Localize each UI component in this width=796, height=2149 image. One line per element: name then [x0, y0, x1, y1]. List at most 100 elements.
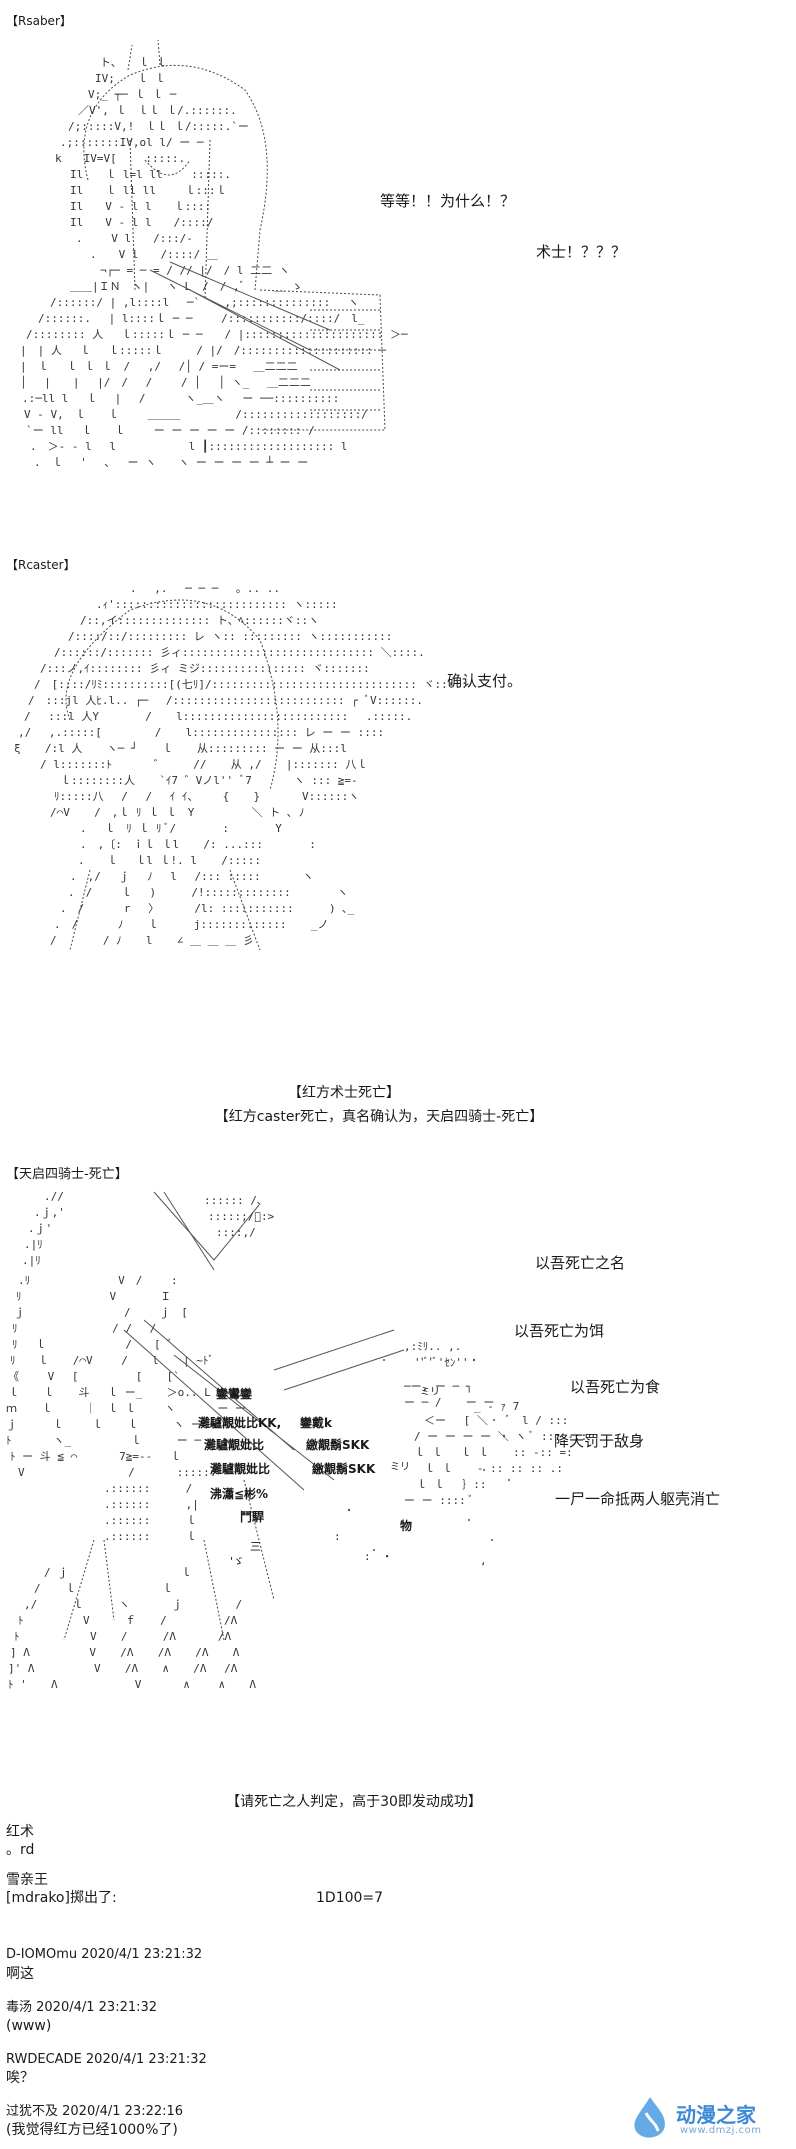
svg-text:/ ｊ ｌ: / ｊ ｌ	[44, 1566, 192, 1579]
svg-text:. V l /::::/ ＿: . V l /::::/ ＿	[90, 248, 218, 261]
saber-line-2: 术士！？？？	[536, 243, 627, 261]
svg-text:,:ﾐﾘ.. ,.: ,:ﾐﾘ.. ,.	[404, 1340, 461, 1353]
glyph-1: 鑾鸞鑾	[216, 1387, 253, 1401]
watermark-name: 动漫之家	[676, 2103, 756, 2127]
watermark-url: www.dmzj.com	[680, 2125, 762, 2136]
svg-text:ﾄ V ｆ / /Λ: ﾄ V ｆ / /Λ	[18, 1614, 238, 1627]
svg-text:ﾄ ヽ_ ｌ ー ─ ─ ヽ: ﾄ ヽ_ ｌ ー ─ ─ ヽ	[6, 1434, 232, 1447]
svg-text:＜ー [ ＼ ﾞ l / :::: ＜ー [ ＼ ﾞ l / :::	[424, 1414, 568, 1427]
svg-text:/::,イ:::::::::::::: ト、ﾍ::::::ヾ: /::,イ:::::::::::::: ト、ﾍ::::::ヾ::ヽ	[80, 614, 319, 627]
svg-text:ﾘ / / /: ﾘ / / /	[12, 1322, 156, 1335]
svg-text:ﾄ V / /Λ /Λ: ﾄ V / /Λ /Λ	[14, 1630, 231, 1643]
svg-text:ｌ ｌ - :: :: :: .:: ｌ ｌ - :: :: :: .:	[424, 1462, 563, 1475]
svg-text:. / r 〉 /l: :::::::::::: . / r 〉 /l: ::::::::::: ) ､_	[60, 902, 355, 915]
horseman-line-2: 以吾死亡为饵	[514, 1322, 605, 1340]
svg-text:/ :::jl 人ﾋ.l.. ┌─ /::::::::::: / :::jl 人ﾋ.l.. ┌─ /:::::::::::::::::::::…	[28, 694, 423, 707]
horseman-tag: 【天启四骑士-死亡】	[6, 1167, 128, 1182]
glyph-12: ミリ	[390, 1462, 410, 1473]
glyph-6: 繳覯鬍SKK	[306, 1438, 370, 1452]
svg-text:/ :::l 人Y / l::::::::::: / :::l 人Y / l::::::::::::::::::::::::: .…	[24, 710, 412, 723]
saber-tag: 【Rsaber】	[6, 14, 72, 28]
svg-text:/ / ﾉ l ∠ ＿ ＿ ＿ 彡: / / ﾉ l ∠ ＿ ＿ ＿ 彡	[50, 934, 254, 947]
chat-text-2: [mdrako]掷出了:	[6, 1890, 117, 1906]
svg-text:. ｌ ﾘ ｌ ﾘ ﾞ/ : Y: . ｌ ﾘ ｌ ﾘ ﾞ/ : Y	[80, 822, 282, 835]
svg-text:│ | | |/ / / / │ │ ヽ_: │ | | |/ / / / │ │ ヽ_ ＿二二二	[20, 375, 311, 389]
svg-text:ﾄ ー 斗 ≦ ⌒ 7≧=-- ｌ: ﾄ ー 斗 ≦ ⌒ 7≧=-- ｌ	[10, 1450, 181, 1463]
svg-text:ξ /:l 人 ヽ─ ┘ ｌ 从::::::: ξ /:l 人 ヽ─ ┘ ｌ 从::::::::: ー ー 从:::l	[14, 741, 347, 755]
site-watermark: 动漫之家 www.dmzj.com	[628, 2095, 788, 2143]
svg-text:Il V - l l ｌ::::: Il V - l l ｌ::::	[70, 200, 211, 213]
svg-text:/::::::/ | ,l::::l ─` ,;:::: /::::::/ | ,l::::l ─` ,;:::::::::::::: ヽ	[50, 296, 359, 309]
saber-ascii-art: ト、 ｌ ｌ IV; ｌ ｌ V;_ ┬─ ｌ ｌ ─ ／V', ｌ ｌｌ ｌ/…	[10, 30, 410, 510]
svg-text:ー ─ / ー ー: ー ─ / ー ー	[404, 1396, 494, 1409]
svg-text::: :	[334, 1530, 341, 1543]
svg-text:.:::::: /: .:::::: /	[104, 1482, 192, 1495]
glyph-11: ミリ	[420, 1387, 440, 1398]
glyph-13: 'ゞ	[230, 1555, 245, 1568]
svg-text:`ー ll ｌ ｌ ー ー ー ー ー /:::::: `ー ll ｌ ｌ ー ー ー ー ー /:::::::: /	[26, 424, 315, 437]
svg-text:¬┌─ = ─ = / // |/ / l 二二 ヽ: ¬┌─ = ─ = / // |/ / l 二二 ヽ	[100, 264, 290, 277]
svg-text:ｊ ｌ ｌ ｌ ヽ ー ー: ｊ ｌ ｌ ｌ ヽ ー ー	[6, 1418, 220, 1431]
svg-text:V;_ ┬─ ｌ ｌ ─: V;_ ┬─ ｌ ｌ ─	[88, 88, 177, 101]
chat-text-3: 啊这	[6, 1966, 34, 1982]
svg-text:,/ ｌ ヽ ｊ /: ,/ ｌ ヽ ｊ /	[24, 1598, 242, 1611]
svg-text:,/ ,.:::::[ / l:::::::: ,/ ,.:::::[ / l:::::::::::::::: レ ー ー ::…	[18, 726, 384, 739]
horseman-line-3: 以吾死亡为食	[570, 1378, 661, 1396]
horseman-line-4: 降天罚于敌身	[554, 1432, 645, 1450]
svg-text:.:::::: ,|: .:::::: ,|	[104, 1498, 199, 1511]
svg-text:/⌒V / ,ｌ ﾘ ｌ ｌ Y ＼ ト ､: /⌒V / ,ｌ ﾘ ｌ ｌ Y ＼ ト ､ ﾉ	[50, 806, 304, 819]
glyph-10: 物	[400, 1519, 413, 1533]
horseman-line-1: 以吾死亡之名	[535, 1254, 626, 1272]
svg-text:.;:::::::IV,ol l/ ー ─: .;:::::::IV,ol l/ ー ─	[60, 136, 204, 149]
svg-text:| | 人 ｌ ｌ:::::ｌ / |/ /::::: | | 人 ｌ ｌ:::::ｌ / |/ /::::::::::::::::::…	[20, 344, 386, 357]
chat-user-6: 过犹不及 2020/4/1 23:22:16	[6, 2104, 184, 2119]
svg-text:/;:::::V,! ｌｌ ｌ/:::::.`ー: /;:::::V,! ｌｌ ｌ/:::::.`ー	[68, 120, 249, 133]
glyph-14: 三	[250, 1540, 261, 1553]
svg-text:. / ｌ ) /!:::::::::::::: . / ｌ ) /!::::::::::::: ヽ	[68, 886, 348, 899]
svg-text:ト、 ｌ ｌ: ト、 ｌ ｌ	[100, 56, 167, 69]
glyph-2: 灘驢覯妣比KK,	[198, 1416, 282, 1430]
svg-text:ﾘ:::::八 / / ｲ ｲ、 { }: ﾘ:::::八 / / ｲ ｲ、 { } V::::::ヽ	[54, 790, 359, 803]
svg-text:Il ｌ l=l ll :::::.: Il ｌ l=l ll :::::.	[70, 168, 231, 181]
svg-text:/ ー ー ー ー ＼ ヽ ﾞ ::: -::: / ー ー ー ー ＼ ヽ ﾞ ::: -::	[414, 1430, 587, 1443]
svg-text:. V l /:::/-: . V l /:::/-	[76, 232, 193, 245]
svg-text:《 V [ [ [`: 《 V [ [ [`	[8, 1370, 180, 1383]
caster-tag: 【Rcaster】	[6, 558, 76, 572]
chat-text-6: (我觉得红方已经1000%了)	[6, 2122, 178, 2138]
glyph-7: 繳覯鬍SKK	[312, 1462, 376, 1476]
svg-text:.//: .//	[44, 1190, 64, 1203]
svg-text:.:::::: ｌ: .:::::: ｌ	[104, 1514, 197, 1527]
svg-text:.:::::: ｌ: .:::::: ｌ	[104, 1530, 197, 1543]
svg-text:Il ｌ ll ll ｌ:::ｌ: Il ｌ ll ll ｌ:::ｌ	[70, 184, 226, 197]
horseman-ascii-art: :::::: /､ :::::;/ﾞ:> ::::,/ .// .ｊ,' .ｊ'…	[4, 1180, 587, 1740]
svg-text:ｌ::::::::人 `ｲ7 ゛Vノl'' ﾞ7: ｌ::::::::人 `ｲ7 ゛Vノl'' ﾞ7 ヽ ::: ≧=-	[60, 774, 358, 787]
svg-text:ﾘ ｌ / [ ﾞ: ﾘ ｌ / [ ﾞ	[12, 1338, 173, 1351]
svg-text:ﾄ ' Λ V ∧ ∧: ﾄ ' Λ V ∧ ∧ Λ	[8, 1678, 256, 1691]
chat-user-4: 毒汤 2020/4/1 23:21:32	[6, 2000, 158, 2015]
glyph-9: 鬥駻	[240, 1510, 265, 1524]
chat-user-3: D-IOMOmu 2020/4/1 23:21:32	[6, 1947, 203, 1962]
svg-text:,: ,	[480, 1554, 487, 1567]
svg-text:.ｊ': .ｊ'	[28, 1222, 52, 1235]
glyph-3: 灘驢覯妣比	[204, 1438, 265, 1452]
svg-text:/ ｌ ｌ: / ｌ ｌ	[34, 1582, 173, 1595]
svg-text:─ー, ー ─ ┐: ─ー, ー ─ ┐	[403, 1380, 472, 1393]
svg-text:]' Λ V /Λ ∧ /Λ /Λ: ]' Λ V /Λ ∧ /Λ /Λ	[8, 1662, 238, 1675]
svg-text:ｌ ｌ 斗 ｌ ー_ ＞o.. L l: ｌ ｌ 斗 ｌ ー_ ＞o.. L l	[8, 1386, 242, 1399]
svg-text::::::: /､: :::::: /､	[204, 1194, 262, 1207]
roll-request: 【请死亡之人判定，高于30即发动成功】	[226, 1794, 482, 1810]
caster-ascii-art: . ,. ─ ─ ─ 。.. .. .ｨ':::::::::::::::::::…	[10, 570, 468, 990]
svg-text:／V', ｌ ｌｌ ｌ/.::::::.: ／V', ｌ ｌｌ ｌ/.::::::.	[78, 104, 237, 117]
svg-text:ｍ ｌ ｜ ｌ ｌ ヽ ー ー: ｍ ｌ ｜ ｌ ｌ ヽ ー ー	[6, 1402, 246, 1415]
svg-text:ﾘ ｌ /⌒V / l | ~ﾄﾞ: ﾘ ｌ /⌒V / l | ~ﾄﾞ	[10, 1354, 214, 1367]
svg-text:.ｨ'::::::::::::::::::::::::::: .ｨ':::::::::::::::::::::::::: ヽ:::::	[96, 598, 338, 611]
chat-text-1: 。rd	[6, 1842, 35, 1858]
svg-text:.|ﾘ: .|ﾘ	[22, 1254, 41, 1267]
svg-text:/::::::. | l::::ｌ ─ ─ /::::: /::::::. | l::::ｌ ─ ─ /:::::::::::/::::/…	[38, 312, 365, 325]
saber-line-1: 等等！！为什么！？	[380, 192, 516, 210]
svg-text:ﾘ V Ｉ: ﾘ V Ｉ	[16, 1290, 171, 1303]
svg-text:''ﾞ'ﾞ'ｾﾝ'': ''ﾞ'ﾞ'ｾﾝ''	[414, 1356, 469, 1369]
svg-text:k IV=V[ :::::.: k IV=V[ :::::.	[55, 152, 185, 165]
svg-text::::::;/ﾞ:>: :::::;/ﾞ:>	[208, 1210, 275, 1223]
svg-text:V / ::::::: V / ::::::	[18, 1466, 216, 1479]
